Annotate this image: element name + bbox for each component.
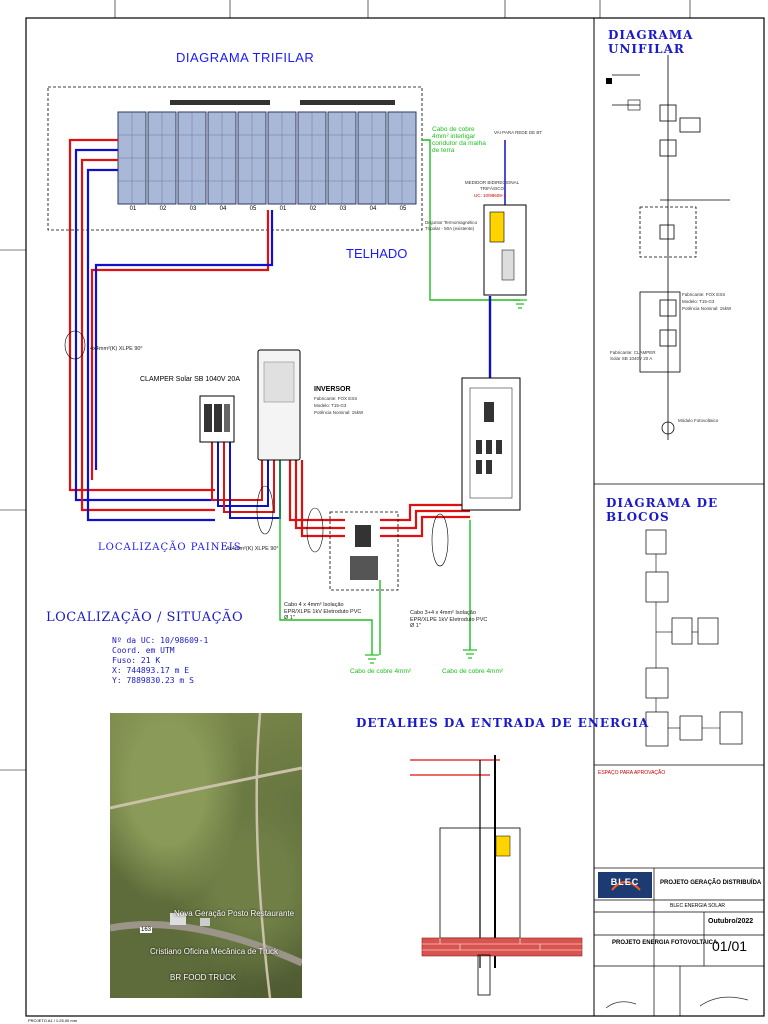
detalhes-title: DETALHES DA ENTRADA DE ENERGIA	[356, 716, 650, 730]
panel-number: 03	[339, 206, 347, 212]
panel-number: 02	[159, 206, 167, 212]
panel-number: 01	[129, 206, 137, 212]
roof-boundary	[47, 86, 423, 231]
medidor-label: MEDIDOR BIDIRECIONAL TRIFÁSICO	[464, 180, 520, 191]
inverter-fab: Fabricante: FOX ESS	[314, 396, 358, 401]
photo-label-1: Nova Geração Posto Restaurante	[174, 909, 295, 918]
panel-number: 04	[219, 206, 227, 212]
unifilar-modulo: Módulo Fotovoltaico	[678, 418, 719, 423]
inverter-pot: Potência Nominal: 15kW	[314, 410, 364, 415]
cabo-left-label: Cabo 4 x 4mm² Isolação EPR/XLPE 1kV Elet…	[284, 602, 362, 621]
string2-header	[300, 100, 395, 105]
project-title: PROJETO GERAÇÃO DISTRIBUÍDA	[660, 880, 762, 886]
clamper-label: CLAMPER Solar SB 1040V 20A	[140, 376, 240, 383]
unifilar-potencia: Potência Nominal: 15kW	[682, 306, 732, 311]
date: Outubro/2022	[708, 918, 754, 925]
margin-ticks	[0, 0, 691, 771]
logo-text: BLEC	[610, 877, 640, 887]
unifilar-clamper: Fabricante: CLAMPER Solar SB 1040V 20 A	[610, 350, 656, 361]
telhado-label: TELHADO	[346, 246, 408, 261]
uc-label: UC: 10/98609-1	[474, 193, 506, 198]
situacao-uc: Nº da UC: 10/98609-1	[112, 636, 209, 645]
road-number: 163	[140, 927, 153, 933]
trifilar-title: DIAGRAMA TRIFILAR	[176, 50, 315, 65]
cabo-right-label: Cabo 3+4 x 4mm² Isolação EPR/XLPE 1kV El…	[410, 610, 488, 629]
unifilar-diagram	[612, 55, 730, 440]
client-project: PROJETO ENERGIA FOTOVOLTAICA	[612, 940, 718, 946]
localizacao-title: LOCALIZAÇÃO / SITUAÇÃO	[46, 610, 244, 625]
sheet-number: 01/01	[712, 938, 748, 954]
panel-number: 05	[249, 206, 257, 212]
xlpe-left-label: 4x4mm²(K) XLPE 90°	[90, 346, 143, 352]
inverter-title: INVERSOR	[314, 386, 351, 393]
ac-disconnect-box	[329, 511, 399, 591]
panel-number: 04	[369, 206, 377, 212]
unifilar-modelo: Modelo: T15-G3	[682, 299, 715, 304]
ground-symbols	[365, 299, 527, 664]
signature-2	[699, 996, 749, 1007]
xlpe-bottom-label: 4x4mm²(K) XLPE 90°	[226, 546, 279, 552]
block-diagram	[645, 529, 743, 747]
company-name: BLEC ENERGIA SOLAR	[670, 903, 726, 909]
panel-number: 01	[279, 206, 287, 212]
string1-numbers: 01 02 03 04 05	[118, 206, 268, 212]
situacao-x: X: 744893.17 m E	[112, 666, 190, 675]
solar-array	[117, 111, 417, 205]
satellite-photo: Nova Geração Posto Restaurante Cristiano…	[110, 713, 302, 998]
approval-space: ESPAÇO PARA APROVAÇÃO	[598, 770, 666, 776]
via-rede-label: VAI PARA REDE DE BT	[494, 130, 543, 135]
energy-entry-detail	[410, 755, 583, 996]
ground-cable-top-label: Cabo de cobre 4mm² interligar condutor d…	[432, 126, 486, 154]
photo-roads	[110, 713, 302, 998]
blocos-title: DIAGRAMA DE BLOCOS	[606, 496, 719, 524]
unifilar-title: DIAGRAMA UNIFILAR	[608, 28, 694, 56]
footer-scale: PROJETO A1 / 1:25.00 mm	[28, 1018, 78, 1023]
loc-paineis-label: LOCALIZAÇÃO PAINEIS	[98, 542, 242, 553]
situacao-fuso: Fuso: 21 K	[112, 656, 161, 665]
signature-1	[605, 1001, 637, 1009]
meter	[489, 211, 505, 243]
logo-bg	[598, 872, 652, 898]
string2-numbers: 01 02 03 04 05	[268, 206, 418, 212]
ground-wiring	[279, 139, 520, 655]
panel-number: 02	[309, 206, 317, 212]
title-block-grid	[593, 867, 765, 1017]
panel-number: 05	[399, 206, 407, 212]
panel-number: 03	[189, 206, 197, 212]
unifilar-fab: Fabricante: FOX ESS	[682, 292, 726, 297]
ac-wiring	[288, 460, 470, 538]
situacao-coord: Coord. em UTM	[112, 646, 175, 655]
string1-header	[170, 100, 270, 105]
photo-label-3: BR FOOD TRUCK	[170, 973, 237, 982]
ground-right-label: Cabo de cobre 4mm²	[442, 668, 504, 675]
sheet-border	[25, 17, 765, 1017]
photo-label-2: Cristiano Oficina Mecânica de Truck	[150, 947, 279, 956]
ground-left-label: Cabo de cobre 4mm²	[350, 668, 412, 675]
situacao-y: Y: 7889830.23 m S	[112, 676, 194, 685]
disjuntor-label: Disjuntor Termomagnético Tripolar - 50A …	[425, 220, 478, 231]
inverter-modelo: Modelo: T15-G3	[314, 403, 347, 408]
